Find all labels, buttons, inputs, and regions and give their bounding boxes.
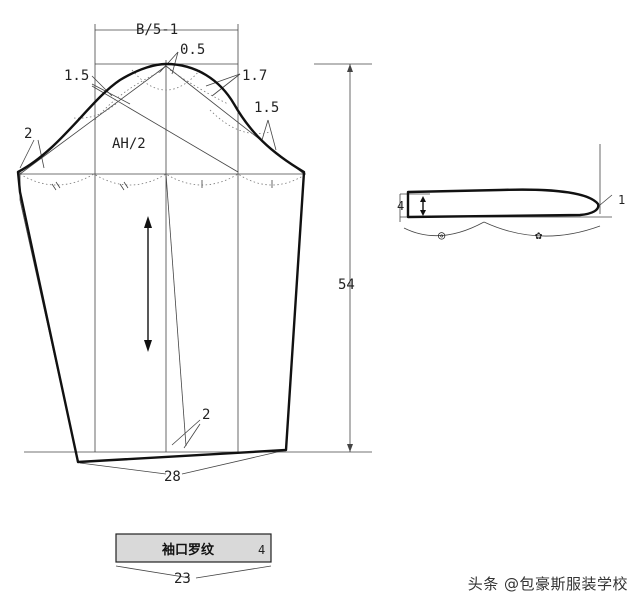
dotted-guides [19,69,307,186]
hem-width-label: 28 [164,469,181,485]
hem-marks [51,180,273,191]
cuff-piece [115,533,272,579]
sleeve-outline [16,62,306,464]
detail-height-label: 4 [397,199,404,213]
cuff-width-label: 23 [174,571,191,587]
cuff-height-label: 4 [258,543,265,557]
length-label: 54 [338,277,355,293]
hem-offset-label: 2 [202,407,210,423]
detail-mark-left: ◎ [438,228,445,242]
detail-piece [399,144,613,237]
left-edge-label: 2 [24,126,32,142]
right-lower-label: 1.5 [254,100,279,116]
cap-offset-label: 0.5 [180,42,205,58]
top-width-label: B/5-1 [136,22,178,38]
cuff-title: 袖口罗纹 [162,542,215,558]
grainline-arrow [144,216,152,352]
watermark: 头条 @包豪斯服装学校 [467,575,628,593]
right-shoulder-label: 1.7 [242,68,267,84]
ah-label: AH/2 [112,136,146,152]
detail-mark-right: ✿ [535,228,543,242]
detail-tip-label: 1 [618,193,625,207]
construction-lines [18,24,372,475]
left-shoulder-label: 1.5 [64,68,89,84]
